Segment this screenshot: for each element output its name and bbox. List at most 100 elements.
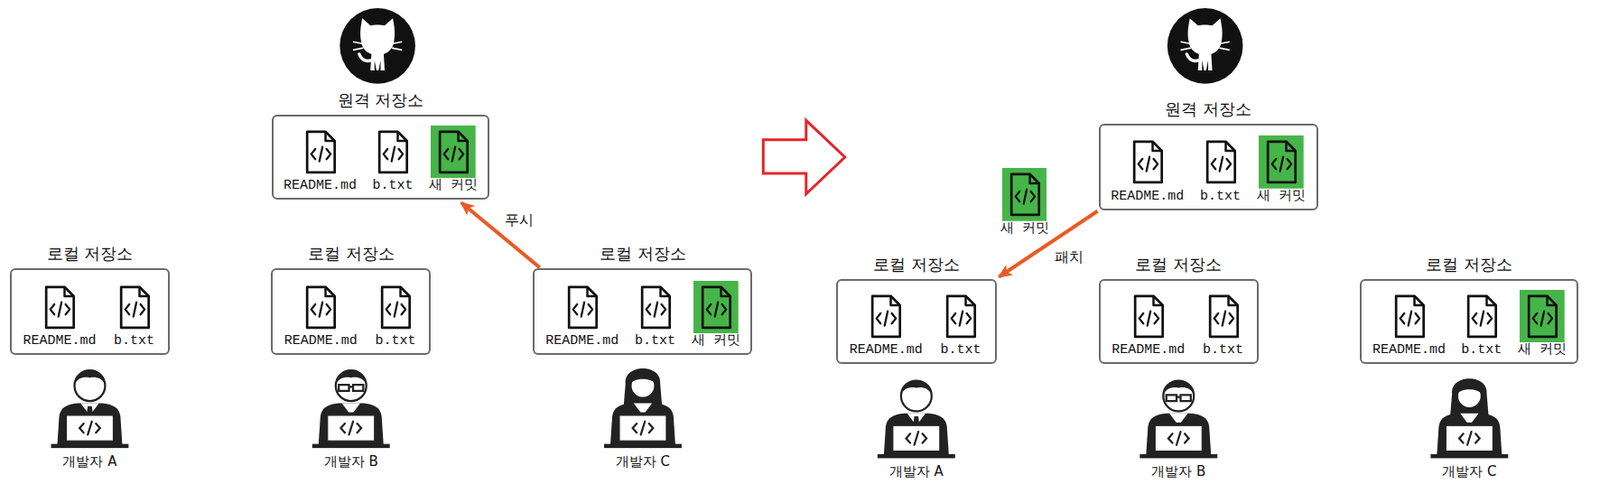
- laptop-screen: [893, 425, 940, 451]
- page-fold: [1486, 295, 1496, 305]
- developer-label: 개발자 C: [1441, 463, 1497, 481]
- edge-label: 푸시: [502, 211, 536, 231]
- face: [630, 373, 655, 399]
- file-icon: [1200, 289, 1247, 344]
- laptop-code-symbol: [1459, 431, 1480, 446]
- code-symbol: [124, 301, 144, 317]
- short-hair: [74, 370, 105, 385]
- file-name: b.txt: [634, 333, 676, 350]
- file-item: b.txt: [1198, 135, 1244, 205]
- whiskers: [1181, 41, 1230, 50]
- file-name: 새 커밋: [1000, 221, 1050, 238]
- document-outline: [641, 286, 670, 327]
- file-icon: [693, 280, 739, 335]
- file-item: README.md: [545, 280, 619, 351]
- document-outline: [306, 131, 335, 173]
- file-name: b.txt: [1200, 188, 1241, 205]
- laptop-screen: [619, 415, 667, 441]
- commit-highlight: [693, 280, 739, 335]
- document-outline: [568, 286, 597, 327]
- desk: [51, 444, 130, 449]
- file-name: b.txt: [939, 342, 981, 359]
- file-item: README.md: [1110, 135, 1184, 205]
- repository-title: 로컬 저장소: [307, 242, 395, 265]
- repository-title: 로컬 저장소: [1425, 253, 1513, 276]
- document-outline: [947, 295, 976, 336]
- file-icon: [1198, 135, 1244, 189]
- face: [335, 370, 367, 401]
- laptop-back: [1441, 422, 1498, 456]
- file-icon: [1386, 289, 1433, 344]
- file-item: 새 커밋: [1517, 289, 1567, 360]
- torso: [883, 413, 949, 458]
- page-fold: [65, 286, 75, 296]
- file-item: b.txt: [111, 280, 158, 351]
- laptop-code-symbol: [632, 421, 654, 436]
- file-icon: [297, 125, 344, 179]
- laptop-code-symbol: [79, 421, 101, 436]
- file-name: 새 커밋: [1517, 342, 1567, 359]
- code-symbol: [311, 301, 331, 317]
- desk: [312, 444, 391, 449]
- laptop-back: [62, 412, 118, 446]
- logo-disc: [1167, 8, 1244, 84]
- page-fold: [1029, 174, 1039, 184]
- file-icon: [1002, 167, 1048, 222]
- page-fold: [586, 286, 596, 296]
- repository-box: 로컬 저장소README.mdb.txt: [270, 268, 431, 355]
- repository-title: 로컬 저장소: [599, 242, 687, 265]
- file-item: b.txt: [938, 289, 984, 360]
- file-item: b.txt: [1459, 289, 1505, 360]
- logo-disc: [339, 8, 416, 84]
- page-fold: [1153, 295, 1163, 305]
- laptop-back: [1151, 422, 1207, 456]
- developer-figure: [312, 370, 391, 448]
- code-symbol: [310, 146, 330, 161]
- file-name: b.txt: [113, 333, 155, 350]
- file-name: README.md: [545, 333, 619, 350]
- code-symbol: [50, 301, 70, 317]
- octocat-tail: [1186, 54, 1200, 61]
- face: [901, 381, 932, 412]
- file-icon: [37, 280, 83, 335]
- developer-label: 개발자 A: [62, 453, 117, 471]
- code-symbol: [1472, 310, 1492, 326]
- file-item: b.txt: [1200, 289, 1247, 360]
- document-outline: [379, 131, 408, 173]
- page-fold: [966, 295, 976, 305]
- developer-figure: [604, 368, 682, 448]
- octocat: [1188, 18, 1223, 71]
- file-icon: [863, 289, 909, 344]
- file-icon: [1125, 135, 1171, 189]
- file-icon: [559, 280, 605, 335]
- file-item: README.md: [849, 289, 923, 360]
- file-icon: [938, 289, 984, 344]
- file-item: README.md: [284, 280, 358, 351]
- file-icon: [1258, 135, 1304, 189]
- page-fold: [139, 286, 149, 296]
- code-symbol: [444, 146, 464, 161]
- developer-label: 개발자 B: [1151, 463, 1206, 481]
- file-item: b.txt: [372, 280, 419, 351]
- code-symbol: [1213, 310, 1233, 326]
- commit-highlight: [1002, 167, 1048, 222]
- document-outline: [1011, 174, 1040, 215]
- document-outline: [1267, 141, 1296, 183]
- page-fold: [398, 131, 408, 141]
- short-hair: [1162, 380, 1194, 395]
- repository-title: 로컬 저장소: [46, 242, 134, 265]
- document-outline: [1207, 141, 1236, 183]
- file-name: 새 커밋: [428, 177, 478, 195]
- code-symbol: [386, 301, 406, 317]
- document-outline: [1134, 295, 1163, 336]
- file-name: README.md: [1372, 342, 1446, 359]
- file-item: 새 커밋: [428, 125, 478, 196]
- fringe: [1457, 382, 1482, 394]
- developer-label: 개발자 A: [889, 463, 944, 481]
- short-hair: [335, 370, 367, 385]
- github-logo: [339, 8, 416, 84]
- repository-title: 로컬 저장소: [873, 253, 960, 276]
- developer-figure: [877, 380, 956, 458]
- document-outline: [1395, 295, 1424, 336]
